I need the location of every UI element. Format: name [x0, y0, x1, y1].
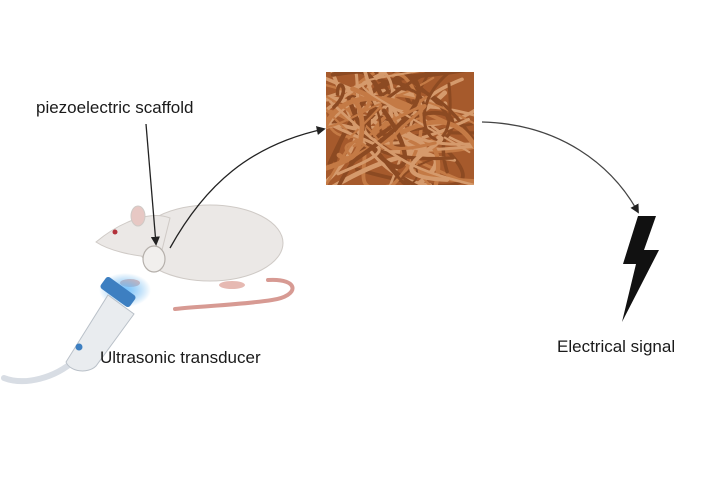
probe-cable: [1, 357, 78, 385]
fiber-strand: [336, 97, 365, 161]
scaffold-implant: [142, 245, 166, 273]
arrow-to-scaffold-image: [169, 126, 326, 249]
lightning-bolt-icon: [622, 216, 659, 322]
fiber-mesh-icon: [326, 72, 474, 185]
scaffold-pointer-arrow: [145, 123, 160, 246]
ultrasound-probe-icon: [1, 276, 136, 385]
rat-ear: [130, 205, 146, 227]
fiber-strand: [377, 78, 474, 143]
probe-head: [100, 276, 136, 308]
rat-hind-paw: [219, 281, 245, 289]
fiber-strand: [332, 83, 346, 109]
fiber-strand: [409, 135, 450, 182]
probe-body: [65, 294, 135, 372]
fiber-strand: [326, 108, 394, 185]
arrow-to-signal: [481, 121, 639, 214]
rat-tail: [173, 277, 295, 311]
rat-eye: [112, 229, 118, 235]
probe-button: [75, 343, 83, 351]
fiber-strand: [326, 103, 382, 140]
fiber-strand: [389, 104, 437, 150]
ultrasonic-transducer-label: Ultrasonic transducer: [100, 348, 261, 367]
fiber-strand: [326, 119, 474, 171]
piezoelectric-scaffold-label: piezoelectric scaffold: [36, 98, 194, 117]
fiber-strand: [422, 72, 453, 141]
fiber-strand: [329, 100, 474, 185]
fiber-strand: [361, 72, 471, 154]
electrical-signal-label: Electrical signal: [557, 337, 676, 356]
